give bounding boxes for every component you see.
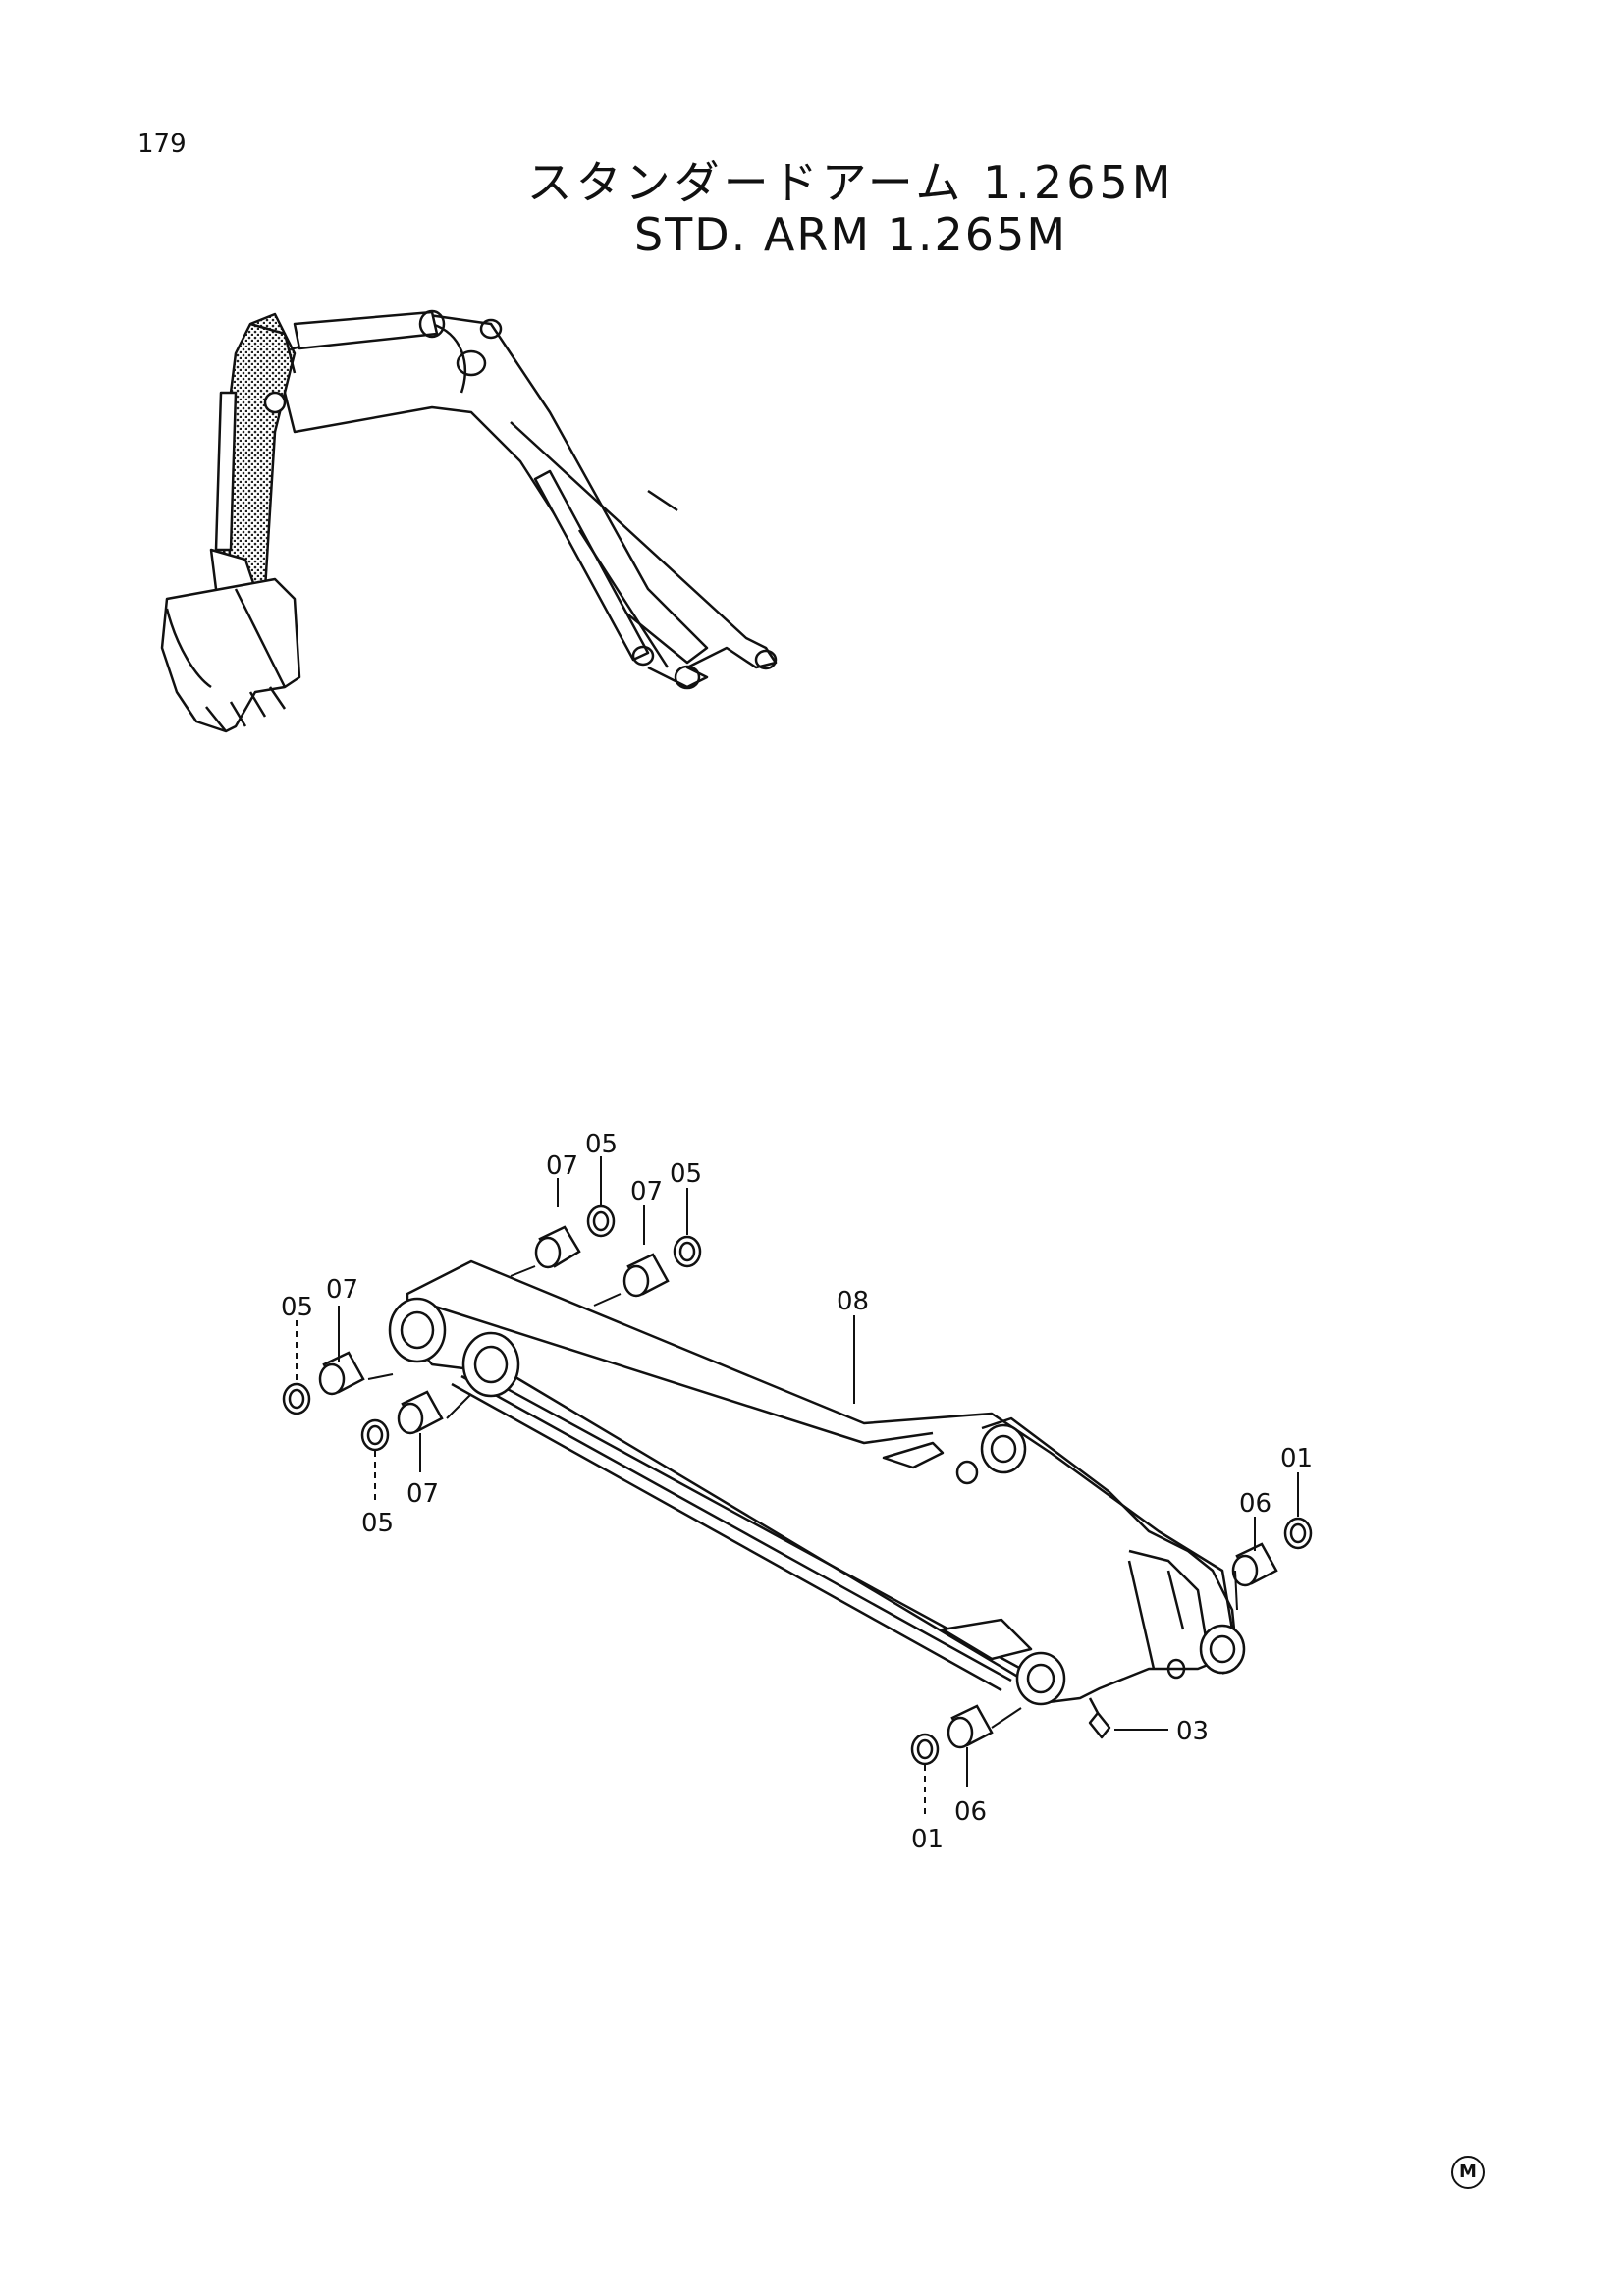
seal-01a — [1283, 1517, 1313, 1550]
bushing-07b — [622, 1253, 670, 1298]
leader-lines — [296, 1156, 1299, 1816]
callout-05c: 05 — [281, 1293, 313, 1322]
corner-mark: M — [1451, 2156, 1485, 2189]
page-number: 179 — [137, 130, 187, 159]
callout-07d: 07 — [406, 1479, 439, 1509]
title-english: STD. ARM 1.265M — [633, 208, 1068, 261]
callout-01b: 01 — [911, 1825, 944, 1854]
callout-03: 03 — [1176, 1717, 1209, 1746]
callout-06b: 06 — [954, 1797, 987, 1827]
arm-exploded-view — [388, 1259, 1246, 1739]
callout-07b: 07 — [630, 1177, 663, 1206]
callout-06a: 06 — [1239, 1489, 1271, 1519]
title-japanese: スタンダードアーム 1.265M — [526, 156, 1175, 209]
callout-01a: 01 — [1280, 1444, 1313, 1473]
bushing-06b — [947, 1704, 994, 1749]
callout-07c: 07 — [326, 1275, 358, 1305]
callout-08: 08 — [837, 1287, 869, 1316]
bushings-and-seals — [282, 1204, 1313, 1766]
seal-05a — [586, 1204, 616, 1238]
seal-01b — [910, 1733, 940, 1766]
seal-05d — [360, 1418, 390, 1452]
seal-05b — [673, 1235, 702, 1268]
callout-labels: 07 05 07 05 05 07 05 07 08 06 01 03 01 0… — [281, 1130, 1313, 1854]
bushing-06a — [1231, 1542, 1278, 1587]
seal-05c — [282, 1382, 311, 1415]
callout-05d: 05 — [361, 1509, 394, 1538]
callout-05a: 05 — [585, 1130, 618, 1159]
bushing-07c — [318, 1351, 365, 1396]
bushing-07d — [397, 1390, 444, 1435]
callout-05b: 05 — [670, 1159, 702, 1189]
callout-07a: 07 — [546, 1151, 578, 1181]
bushing-07a — [534, 1225, 581, 1269]
excavator-overview-illustration — [160, 309, 778, 733]
